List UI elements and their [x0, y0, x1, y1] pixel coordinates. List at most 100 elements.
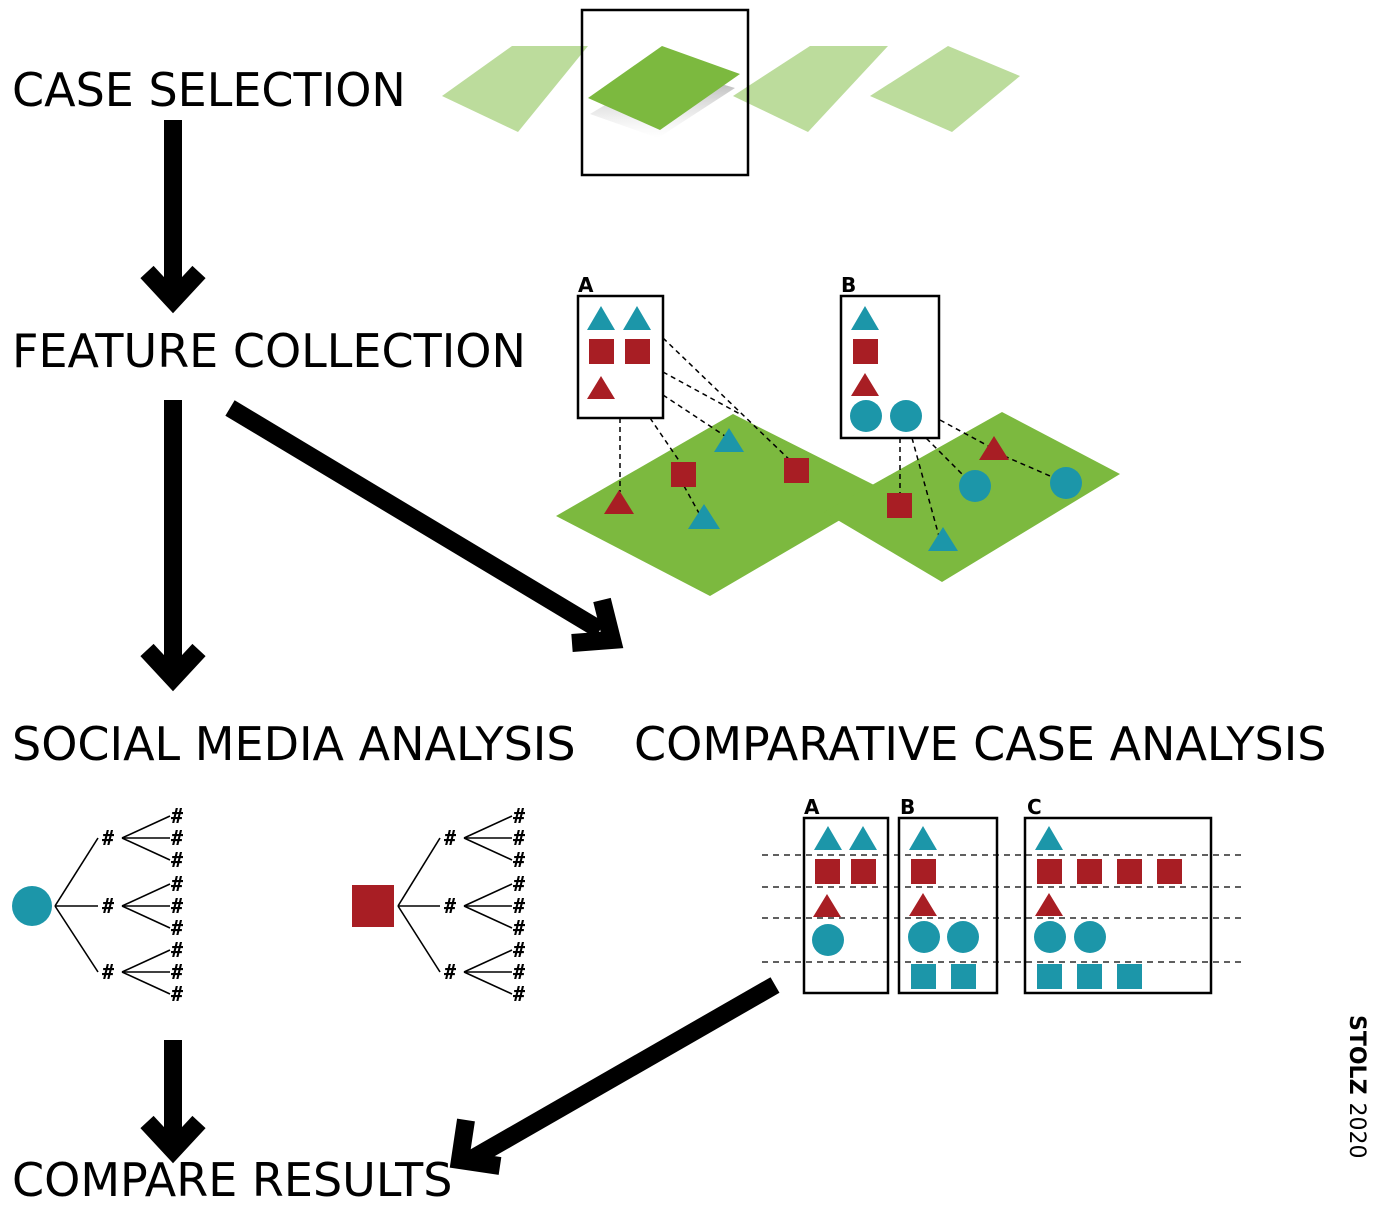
teal-triangle — [714, 428, 744, 452]
teal-triangle — [688, 504, 720, 529]
hashtag: # — [513, 848, 525, 872]
arrow-case-to-feature — [140, 120, 206, 314]
case-c-column — [1023, 816, 1213, 995]
tree-branch — [463, 883, 513, 907]
step-case-selection: CASE SELECTION — [12, 63, 406, 117]
red-square — [625, 339, 650, 364]
teal-triangle — [587, 306, 615, 330]
hashtag: # — [513, 938, 525, 962]
step-comparative-case-analysis: COMPARATIVE CASE ANALYSIS — [634, 717, 1327, 771]
arrow-feature-to-social — [140, 400, 206, 692]
hashtag: # — [513, 826, 525, 850]
teal-triangle — [849, 826, 877, 850]
teal-circle — [850, 400, 882, 432]
hashtag: # — [102, 960, 114, 984]
red-square — [352, 885, 394, 927]
red-square — [1157, 859, 1182, 884]
hashtag-tree-circle: ############ — [12, 804, 183, 1006]
candidate-parcel — [733, 46, 888, 132]
hashtag: # — [171, 872, 183, 896]
arrow-feature-to-comparative — [225, 400, 624, 652]
teal-triangle — [928, 527, 958, 551]
case-a-label: A — [804, 795, 820, 819]
red-triangle — [604, 490, 634, 514]
hashtag: # — [513, 804, 525, 828]
hashtag: # — [102, 826, 114, 850]
red-square — [815, 859, 840, 884]
hashtag: # — [513, 872, 525, 896]
hashtag: # — [513, 960, 525, 984]
teal-circle — [908, 921, 940, 953]
step-feature-collection: FEATURE COLLECTION — [12, 324, 526, 378]
arrow-comparative-to-results — [449, 977, 780, 1175]
teal-circle — [959, 470, 991, 502]
teal-circle — [1034, 921, 1066, 953]
hashtag: # — [171, 938, 183, 962]
case-b-column — [897, 816, 999, 995]
hashtag: # — [171, 848, 183, 872]
hashtag: # — [171, 804, 183, 828]
step-compare-results: COMPARE RESULTS — [12, 1153, 452, 1207]
credit-text: STOLZ2020 — [1344, 1015, 1369, 1159]
candidate-parcel — [870, 46, 1020, 132]
hashtag: # — [171, 916, 183, 940]
teal-circle — [947, 921, 979, 953]
teal-circle — [812, 924, 844, 956]
teal-square — [1037, 964, 1062, 989]
hashtag: # — [171, 826, 183, 850]
red-square — [671, 462, 696, 487]
tree-branch — [397, 905, 441, 973]
arrow-social-to-results — [140, 1040, 206, 1164]
red-triangle — [979, 436, 1009, 460]
case-b-label: B — [900, 795, 915, 819]
hashtag: # — [513, 894, 525, 918]
red-square — [1077, 859, 1102, 884]
red-triangle — [851, 373, 879, 396]
teal-triangle — [851, 306, 879, 330]
tree-branch — [463, 971, 513, 995]
teal-square — [911, 964, 936, 989]
red-square — [853, 339, 878, 364]
tree-branch — [121, 971, 171, 995]
hashtag: # — [444, 894, 456, 918]
teal-triangle — [623, 306, 651, 330]
teal-square — [951, 964, 976, 989]
case-a-column — [802, 816, 890, 995]
case-a-label: A — [578, 273, 594, 297]
case-selection-parcels — [442, 8, 1020, 177]
red-square — [887, 493, 912, 518]
tree-branch — [121, 837, 171, 861]
red-square — [911, 859, 936, 884]
red-square — [589, 339, 614, 364]
hashtag: # — [102, 894, 114, 918]
tree-branch — [54, 905, 99, 973]
red-square — [1037, 859, 1062, 884]
row-guides — [762, 854, 1246, 963]
hashtag: # — [513, 916, 525, 940]
red-triangle — [813, 894, 841, 917]
teal-circle — [1050, 467, 1082, 499]
tree-branch — [121, 883, 171, 907]
hashtag: # — [513, 982, 525, 1006]
hashtag: # — [444, 826, 456, 850]
teal-triangle — [1035, 826, 1063, 850]
hashtag: # — [171, 960, 183, 984]
selected-parcel — [588, 46, 740, 130]
tree-branch — [121, 905, 171, 929]
feature-case-b: B — [824, 273, 1120, 582]
case-c-label: C — [1027, 795, 1042, 819]
tree-branch — [121, 815, 171, 839]
candidate-parcel — [442, 46, 588, 132]
tree-branch — [463, 815, 513, 839]
hashtag: # — [171, 982, 183, 1006]
teal-circle — [890, 400, 922, 432]
tree-branch — [463, 949, 513, 973]
teal-circle — [1074, 921, 1106, 953]
teal-triangle — [814, 826, 842, 850]
hashtag-tree-square: ############ — [352, 804, 525, 1006]
teal-circle — [12, 886, 52, 926]
connector-lines — [619, 337, 797, 516]
tree-branch — [463, 837, 513, 861]
red-square — [1117, 859, 1142, 884]
